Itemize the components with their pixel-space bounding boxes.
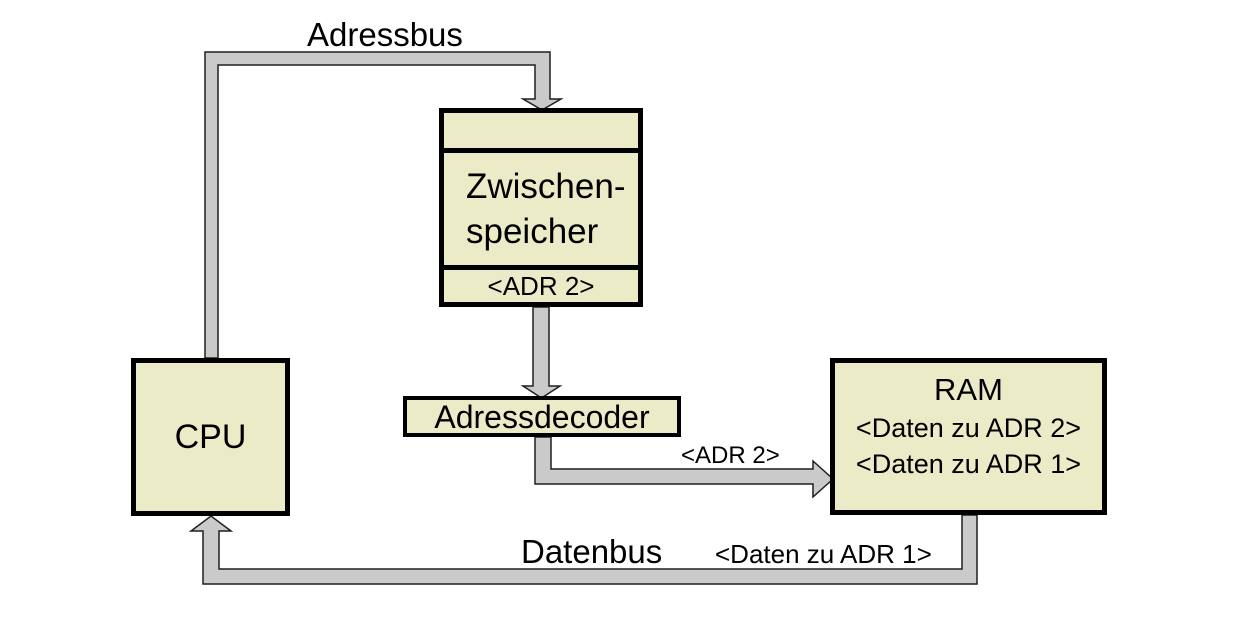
ram-data-row: <Daten zu ADR 1> (855, 449, 1082, 479)
ram-data-row: <Daten zu ADR 2> (855, 413, 1082, 443)
adressbus-label: Adressbus (307, 16, 463, 53)
cpu-box: CPU (131, 358, 290, 516)
zwischenspeicher-divider-top (444, 148, 638, 153)
zwischenspeicher-empty-slot (444, 113, 638, 148)
zwischenspeicher-address-slot: <ADR 2> (487, 270, 595, 301)
daten-zu-adr1-bus-label: <Daten zu ADR 1> (715, 539, 932, 569)
zwischenspeicher-divider-bottom (444, 265, 638, 270)
zwischenspeicher-box: Zwischen- speicher <ADR 2> (439, 108, 643, 307)
datenbus-arrow (188, 514, 978, 585)
adressdecoder-to-ram-arrow (534, 436, 835, 499)
adressdecoder-label: Adressdecoder (434, 398, 650, 435)
zwischenspeicher-label: Zwischen- speicher (466, 167, 626, 251)
adr2-bus-label: <ADR 2> (681, 442, 780, 469)
adressdecoder-box: Adressdecoder (403, 396, 681, 437)
datenbus-label: Datenbus (521, 533, 663, 570)
ram-box: RAM <Daten zu ADR 2> <Daten zu ADR 1> (830, 358, 1107, 515)
adressbus-arrow (204, 51, 564, 359)
zwischenspeicher-to-adressdecoder-arrow (520, 306, 563, 399)
ram-title: RAM (934, 372, 1003, 407)
cpu-label: CPU (174, 417, 247, 456)
